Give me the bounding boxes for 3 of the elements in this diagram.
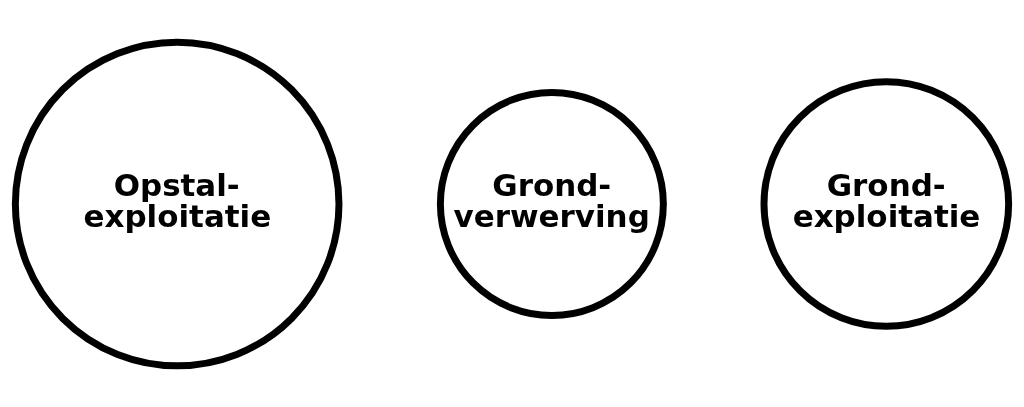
- node-circle: Opstal- exploitatie: [11, 38, 343, 369]
- node-circle: Grond- verwerving: [436, 88, 667, 319]
- node-circle: Grond- exploitatie: [760, 77, 1013, 330]
